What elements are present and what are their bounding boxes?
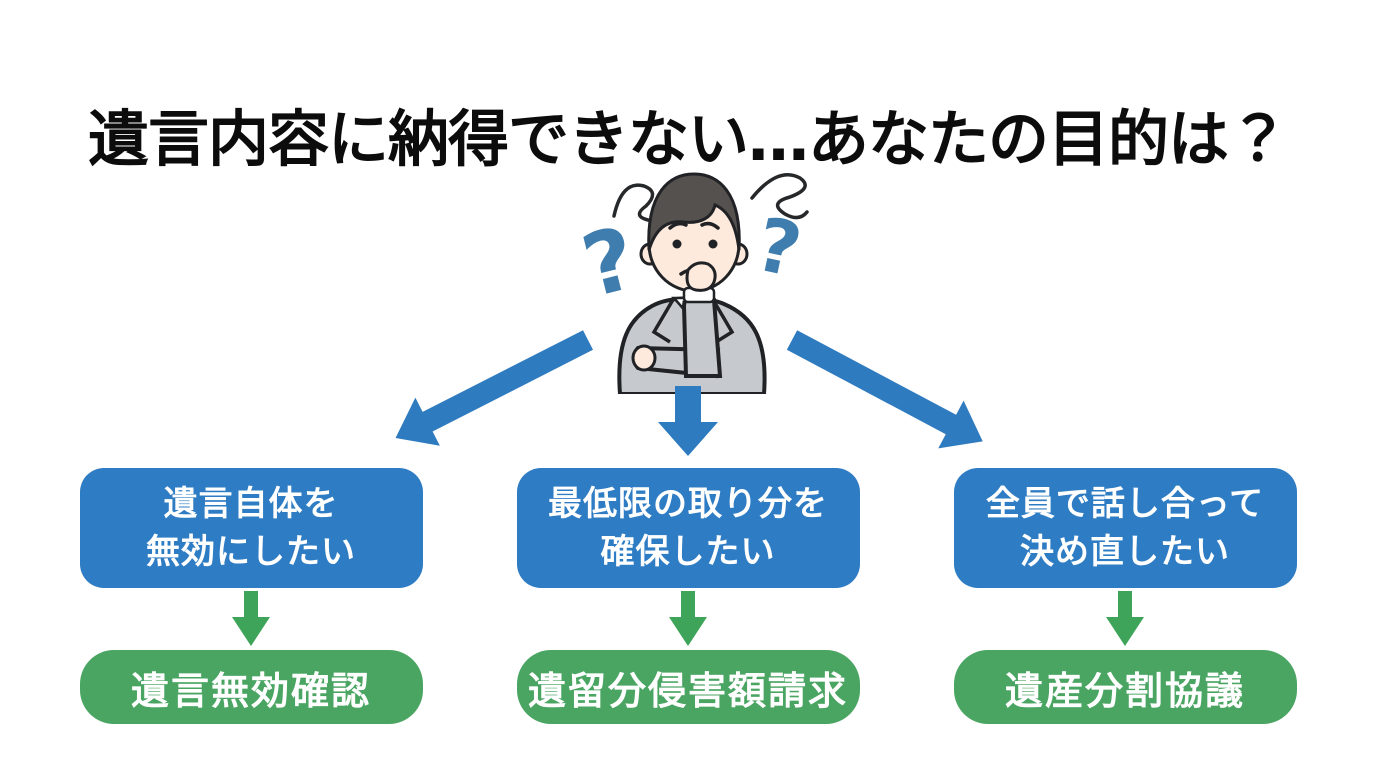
- scribble-icon-left: [612, 183, 655, 222]
- hand-left: [631, 344, 657, 372]
- options-row: 遺言自体を 無効にしたい 遺言無効確認 最低限の取り分を 確保したい 遺留分侵害…: [0, 468, 1376, 724]
- action-label: 遺言無効確認: [130, 668, 371, 713]
- arrow-down-right-icon: [786, 330, 983, 449]
- goal-box-2: 最低限の取り分を 確保したい: [516, 468, 860, 588]
- goal-box-1: 遺言自体を 無効にしたい: [79, 468, 423, 588]
- action-box-3: 遺産分割協議: [953, 650, 1297, 724]
- goal-line: 遺言自体を: [163, 483, 339, 524]
- goal-line: 決め直したい: [1020, 532, 1230, 572]
- branch-arrows: [395, 330, 983, 456]
- action-label: 遺留分侵害額請求: [527, 668, 848, 713]
- down-arrow-icon-1: [232, 591, 270, 646]
- action-box-1: 遺言無効確認: [79, 650, 423, 724]
- eye-left: [672, 239, 682, 249]
- goal-line: 全員で話し合って: [985, 483, 1265, 524]
- question-mark-icon-left: ?: [573, 208, 646, 317]
- question-mark-icon-right: ?: [749, 201, 809, 294]
- eyebrow-right: [700, 221, 720, 230]
- eye-right: [708, 239, 718, 249]
- goal-line: 最低限の取り分を: [548, 483, 828, 524]
- action-box-2: 遺留分侵害額請求: [516, 650, 860, 724]
- hand-on-chin: [685, 261, 717, 292]
- hair: [647, 172, 741, 251]
- goal-line: 確保したい: [600, 532, 776, 572]
- eyebrow-left: [668, 221, 688, 230]
- lapel-right: [710, 297, 735, 344]
- option-column-1: 遺言自体を 無効にしたい 遺言無効確認: [79, 468, 423, 724]
- option-column-3: 全員で話し合って 決め直したい 遺産分割協議: [953, 468, 1297, 724]
- action-label: 遺産分割協議: [1004, 668, 1245, 713]
- down-arrow-icon-2: [669, 591, 707, 646]
- down-arrow-icon-3: [1106, 591, 1144, 646]
- option-column-2: 最低限の取り分を 確保したい 遺留分侵害額請求: [516, 468, 860, 724]
- goal-line: 無効にしたい: [146, 532, 356, 572]
- goal-box-3: 全員で話し合って 決め直したい: [953, 468, 1297, 588]
- page-title: 遺言内容に納得できない…あなたの目的は？: [87, 103, 1289, 175]
- lapel-left: [651, 297, 676, 344]
- arrow-down-left-icon: [395, 330, 593, 446]
- arrow-down-icon: [658, 386, 718, 456]
- scribble-icon-right: [750, 173, 809, 220]
- thinking-man-illustration: ? ?: [573, 172, 809, 394]
